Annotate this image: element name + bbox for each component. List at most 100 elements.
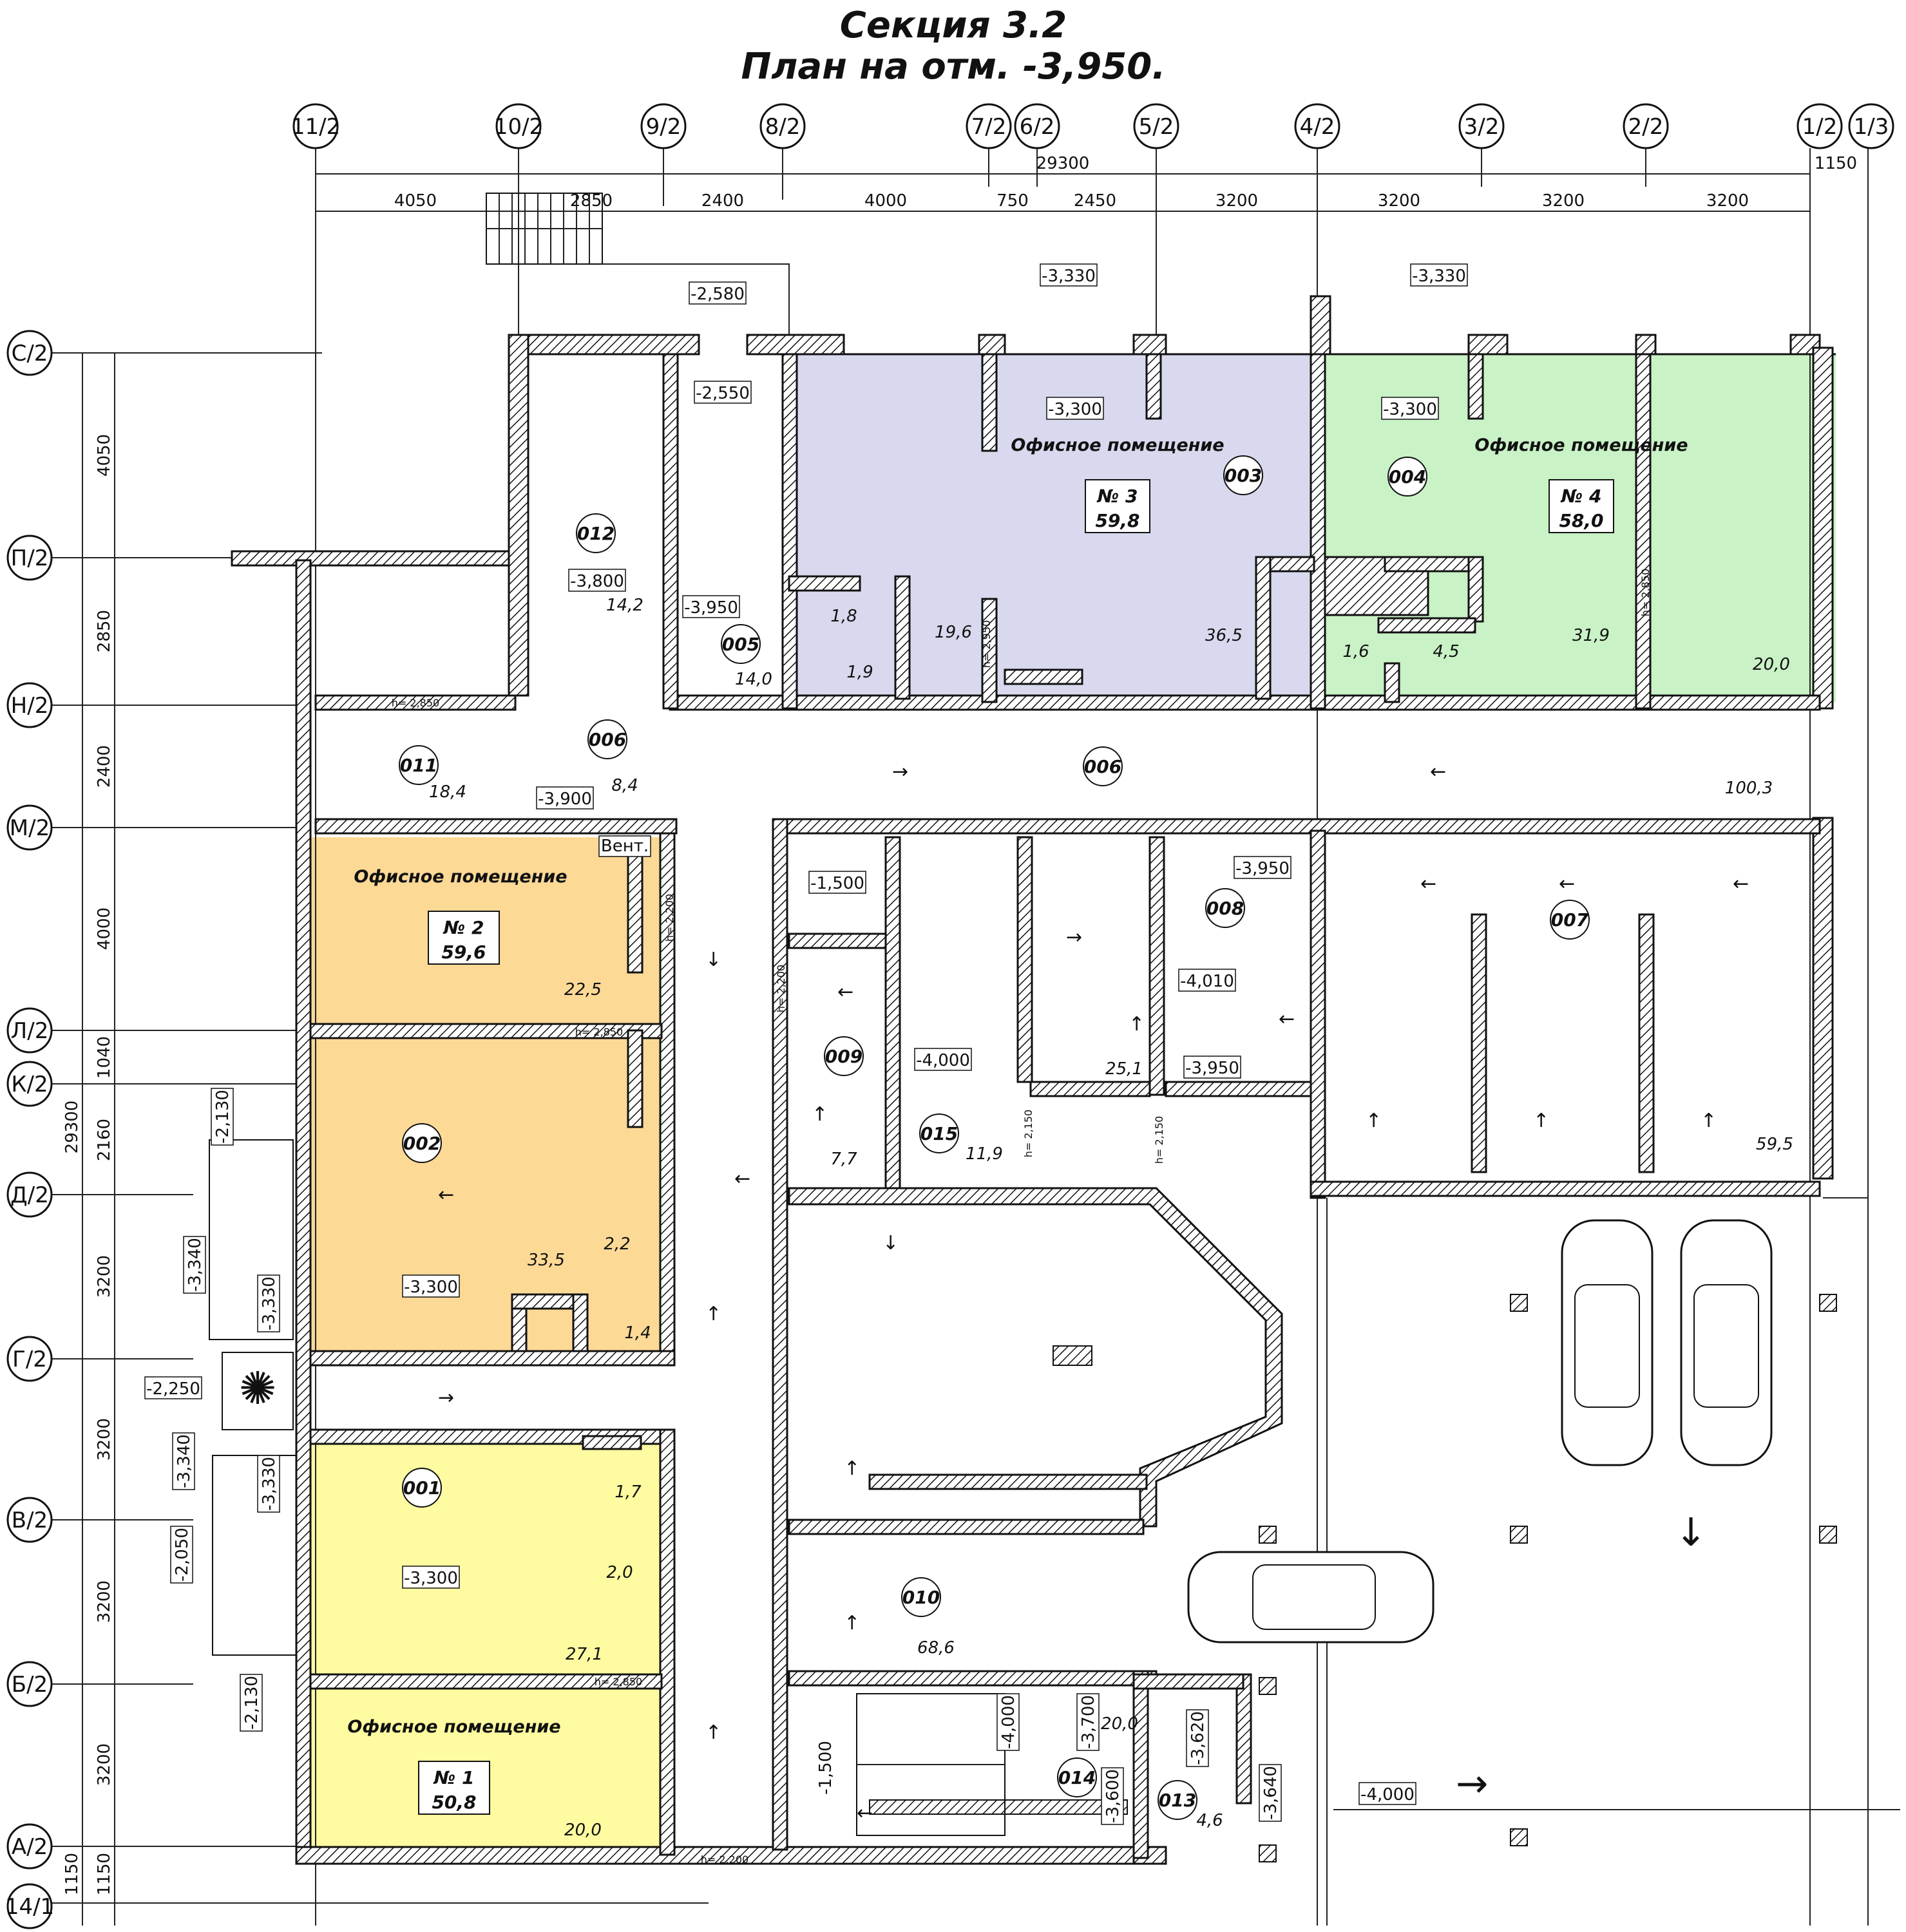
axis-top-4-2: 4/2	[1300, 114, 1335, 140]
level-mark: -3,950	[684, 598, 738, 618]
top-dimensions: 29300 1150 4050 2850 2400 4000 750 2450 …	[316, 154, 1857, 212]
area: 14,2	[606, 596, 643, 615]
axis-top-1-2: 1/2	[1802, 114, 1838, 140]
area: 31,9	[1572, 626, 1610, 645]
svg-text:←: ←	[1420, 873, 1436, 895]
svg-text:→: →	[1066, 926, 1082, 949]
area: 19,6	[935, 623, 972, 642]
office-1-number: № 1	[433, 1767, 475, 1788]
svg-text:←: ←	[857, 1802, 873, 1824]
south-stair	[856, 1693, 1005, 1836]
svg-text:↓: ↓	[882, 1232, 899, 1255]
level-mark: -2,130	[213, 1090, 233, 1144]
axis-left-l2: Л/2	[11, 1018, 49, 1044]
office-2-label: Офисное помещение	[354, 867, 567, 887]
svg-text:↑: ↑	[844, 1457, 860, 1480]
level-mark: -2,250	[146, 1379, 200, 1399]
level-mark: -1,500	[810, 874, 864, 893]
room-code-009: 009	[825, 1046, 862, 1067]
room-code-006b: 006	[1084, 756, 1121, 777]
height: h= 2,850	[595, 1676, 642, 1688]
room-code-004: 004	[1389, 466, 1426, 488]
office-4-box	[1549, 479, 1614, 533]
left-axis-markers: С/2 П/2 Н/2 М/2 Л/2 К/2 Д/2 Г/2 В/2 Б/2 …	[5, 330, 54, 1929]
axis-left-p2: П/2	[11, 545, 49, 571]
axis-top-11-2: 11/2	[291, 114, 340, 140]
room-code-005: 005	[722, 634, 759, 655]
room-code-007: 007	[1551, 909, 1589, 931]
axis-left-a2: А/2	[12, 1834, 48, 1860]
ceiling-heights: h= 2,850 h= 2,950 h= 2,850 h= 2,200 h= 2…	[392, 569, 1652, 1866]
level-mark: -2,580	[691, 285, 745, 304]
axis-left-d2: Д/2	[10, 1182, 49, 1208]
level-mark: -4,000	[1360, 1785, 1415, 1804]
office-3-area: 59,8	[1095, 510, 1139, 531]
area: 1,8	[830, 607, 857, 626]
area: 1,9	[846, 663, 873, 682]
dim-left-seg: 1150	[62, 1853, 82, 1895]
parked-cars	[1187, 1219, 1773, 1643]
area: 7,7	[830, 1150, 857, 1169]
dim-top-total: 29300	[1036, 154, 1090, 173]
height: h= 2,950	[980, 620, 993, 668]
dim-left-seg: 3200	[95, 1418, 114, 1461]
level-mark: -3,340	[186, 1238, 205, 1292]
height: h= 2,150	[1022, 1110, 1034, 1157]
axis-top-7-2: 7/2	[971, 114, 1007, 140]
axis-left-14-1: 14/1	[5, 1894, 54, 1920]
office-2-area: 59,6	[441, 942, 486, 963]
level-mark: -4,000	[999, 1695, 1018, 1749]
room-code-013: 013	[1159, 1790, 1196, 1811]
level-mark: -4,010	[1180, 972, 1234, 991]
area: 27,1	[566, 1645, 603, 1664]
room-code-006a: 006	[589, 729, 626, 750]
level-mark: -3,330	[260, 1276, 279, 1331]
level-mark: -3,340	[175, 1434, 194, 1488]
level-mark: -3,600	[1103, 1769, 1123, 1823]
dim-left-seg: 3200	[95, 1255, 114, 1298]
height: h= 2,850	[1639, 569, 1652, 616]
axis-left-k2: К/2	[11, 1072, 48, 1097]
dim-top-right: 1150	[1815, 154, 1857, 173]
svg-text:↓: ↓	[1675, 1510, 1707, 1555]
room-code-002: 002	[403, 1133, 441, 1154]
level-mark: -2,550	[696, 384, 750, 403]
room-labels: Офисное помещение № 3 59,8 003 Офисное п…	[347, 435, 1688, 1820]
room-code-012: 012	[577, 523, 615, 544]
dim-left-seg: 4050	[95, 434, 114, 477]
office-1-box	[418, 1761, 490, 1815]
dim-top-seg: 750	[996, 191, 1029, 211]
dim-left-seg: 1150	[95, 1853, 114, 1895]
svg-text:←: ←	[1279, 1008, 1295, 1030]
area: 18,4	[429, 782, 466, 802]
level-mark: -3,900	[538, 790, 592, 809]
axis-top-9-2: 9/2	[646, 114, 681, 140]
level-mark: -3,300	[1048, 400, 1102, 419]
area: 1,7	[615, 1482, 642, 1502]
area: 11,9	[966, 1144, 1003, 1164]
dim-left-seg: 4000	[95, 907, 114, 950]
svg-text:↑: ↑	[705, 1303, 721, 1325]
area: 4,6	[1196, 1811, 1223, 1830]
height: h= 2,200	[775, 965, 787, 1012]
plant-icon: ✺	[239, 1362, 277, 1415]
svg-text:↓: ↓	[705, 949, 721, 971]
level-mark: -3,700	[1079, 1695, 1098, 1749]
level-mark: -4,000	[916, 1051, 970, 1070]
svg-text:←: ←	[438, 1184, 454, 1206]
dim-left-total: 29300	[62, 1101, 82, 1154]
area: 20,0	[1101, 1714, 1138, 1734]
dim-left-seg: 2400	[95, 745, 114, 788]
dim-top-seg: 4000	[864, 191, 907, 211]
area: 2,2	[604, 1235, 630, 1254]
area: 20,0	[1753, 655, 1790, 674]
axis-top-1-3: 1/3	[1854, 114, 1889, 140]
dim-left-seg: 2850	[95, 610, 114, 652]
dim-top-seg: 3200	[1215, 191, 1258, 211]
svg-text:←: ←	[837, 981, 853, 1003]
svg-text:↑: ↑	[1701, 1110, 1717, 1132]
level-mark: -3,300	[1383, 400, 1437, 419]
slope-arrows: → ← ← ← ← ↓ ↑ ↑ ← ← ↑ → ← ↑ ↑ ↑ ↑ ← → ↓ …	[438, 761, 1749, 1824]
svg-text:←: ←	[1430, 761, 1446, 783]
svg-text:→: →	[438, 1387, 454, 1409]
